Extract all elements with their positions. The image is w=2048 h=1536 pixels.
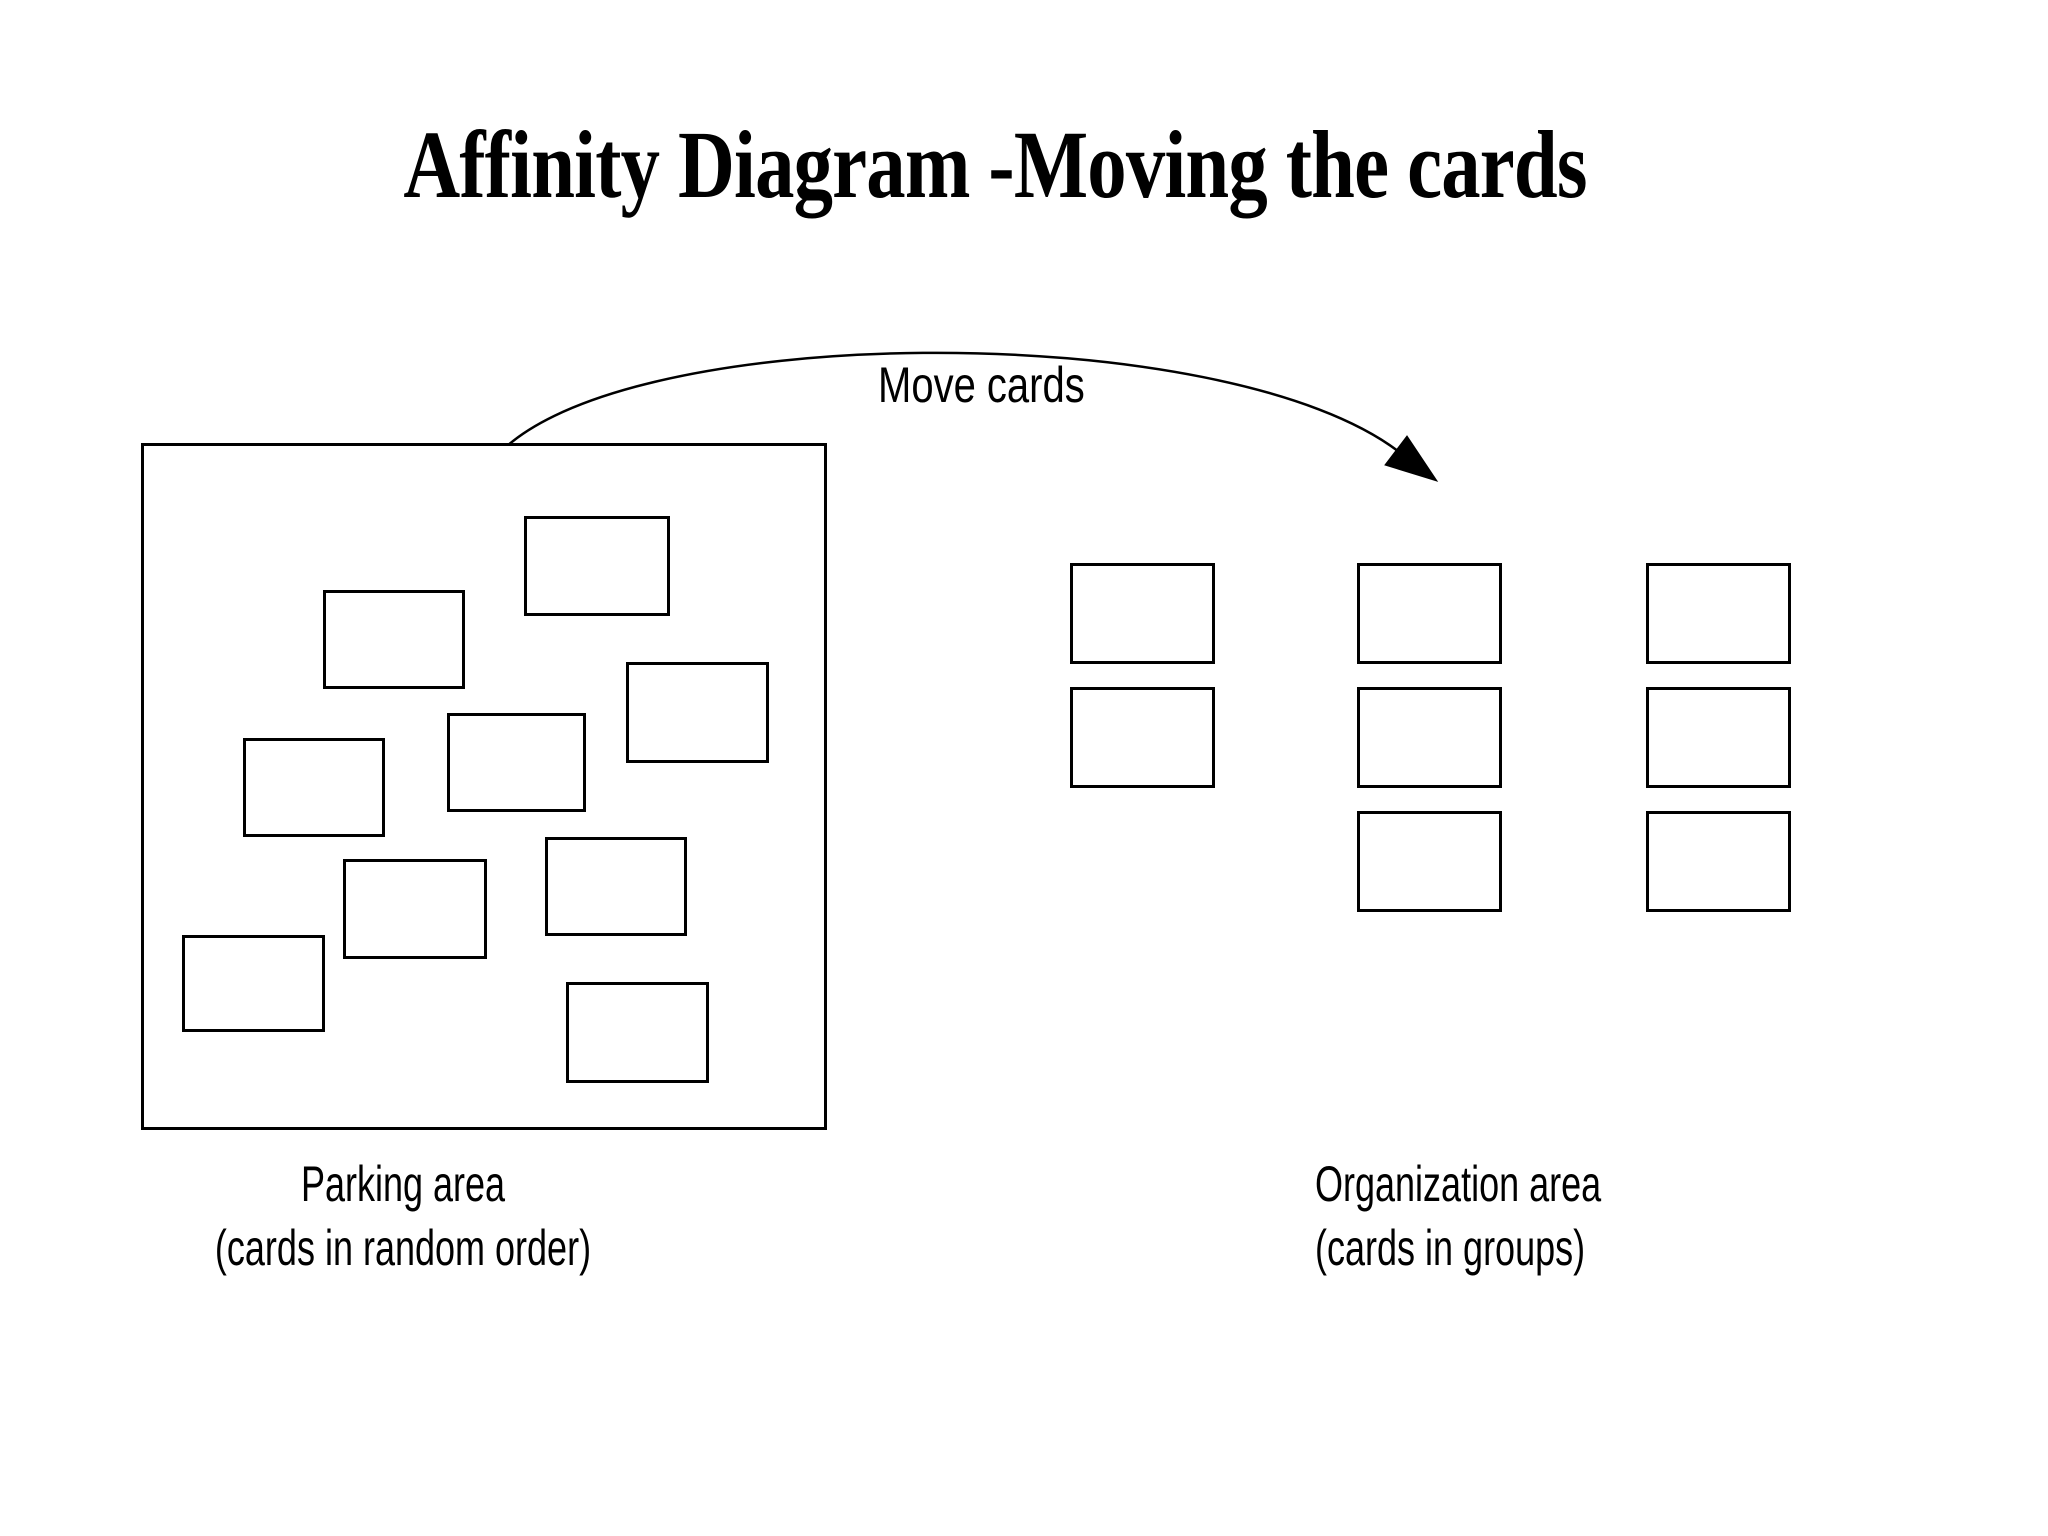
move-cards-arrowhead-icon bbox=[1384, 435, 1439, 482]
parking-card bbox=[524, 516, 670, 616]
parking-card bbox=[243, 738, 385, 837]
parking-card bbox=[343, 859, 487, 959]
parking-card bbox=[323, 590, 465, 689]
organization-card bbox=[1357, 563, 1502, 664]
parking-area-label-line1: Parking area bbox=[300, 1156, 506, 1212]
organization-card bbox=[1646, 687, 1791, 788]
organization-area-label-line1: Organization area bbox=[1315, 1156, 1602, 1212]
parking-area-label-line2: (cards in random order) bbox=[214, 1220, 592, 1276]
organization-area-label: Organization area (cards in groups) bbox=[1315, 1152, 1601, 1280]
parking-card bbox=[447, 713, 586, 812]
organization-card bbox=[1357, 811, 1502, 912]
organization-card bbox=[1646, 563, 1791, 664]
parking-card bbox=[545, 837, 687, 936]
organization-area-label-line2: (cards in groups) bbox=[1315, 1220, 1586, 1276]
move-cards-label: Move cards bbox=[878, 357, 1085, 413]
organization-card bbox=[1070, 563, 1215, 664]
parking-card bbox=[182, 935, 325, 1032]
organization-card bbox=[1357, 687, 1502, 788]
organization-card bbox=[1070, 687, 1215, 788]
parking-area-label: Parking area (cards in random order) bbox=[214, 1152, 593, 1280]
parking-card bbox=[626, 662, 769, 763]
organization-card bbox=[1646, 811, 1791, 912]
parking-card bbox=[566, 982, 709, 1083]
page-title: Affinity Diagram -Moving the cards bbox=[403, 111, 1587, 218]
